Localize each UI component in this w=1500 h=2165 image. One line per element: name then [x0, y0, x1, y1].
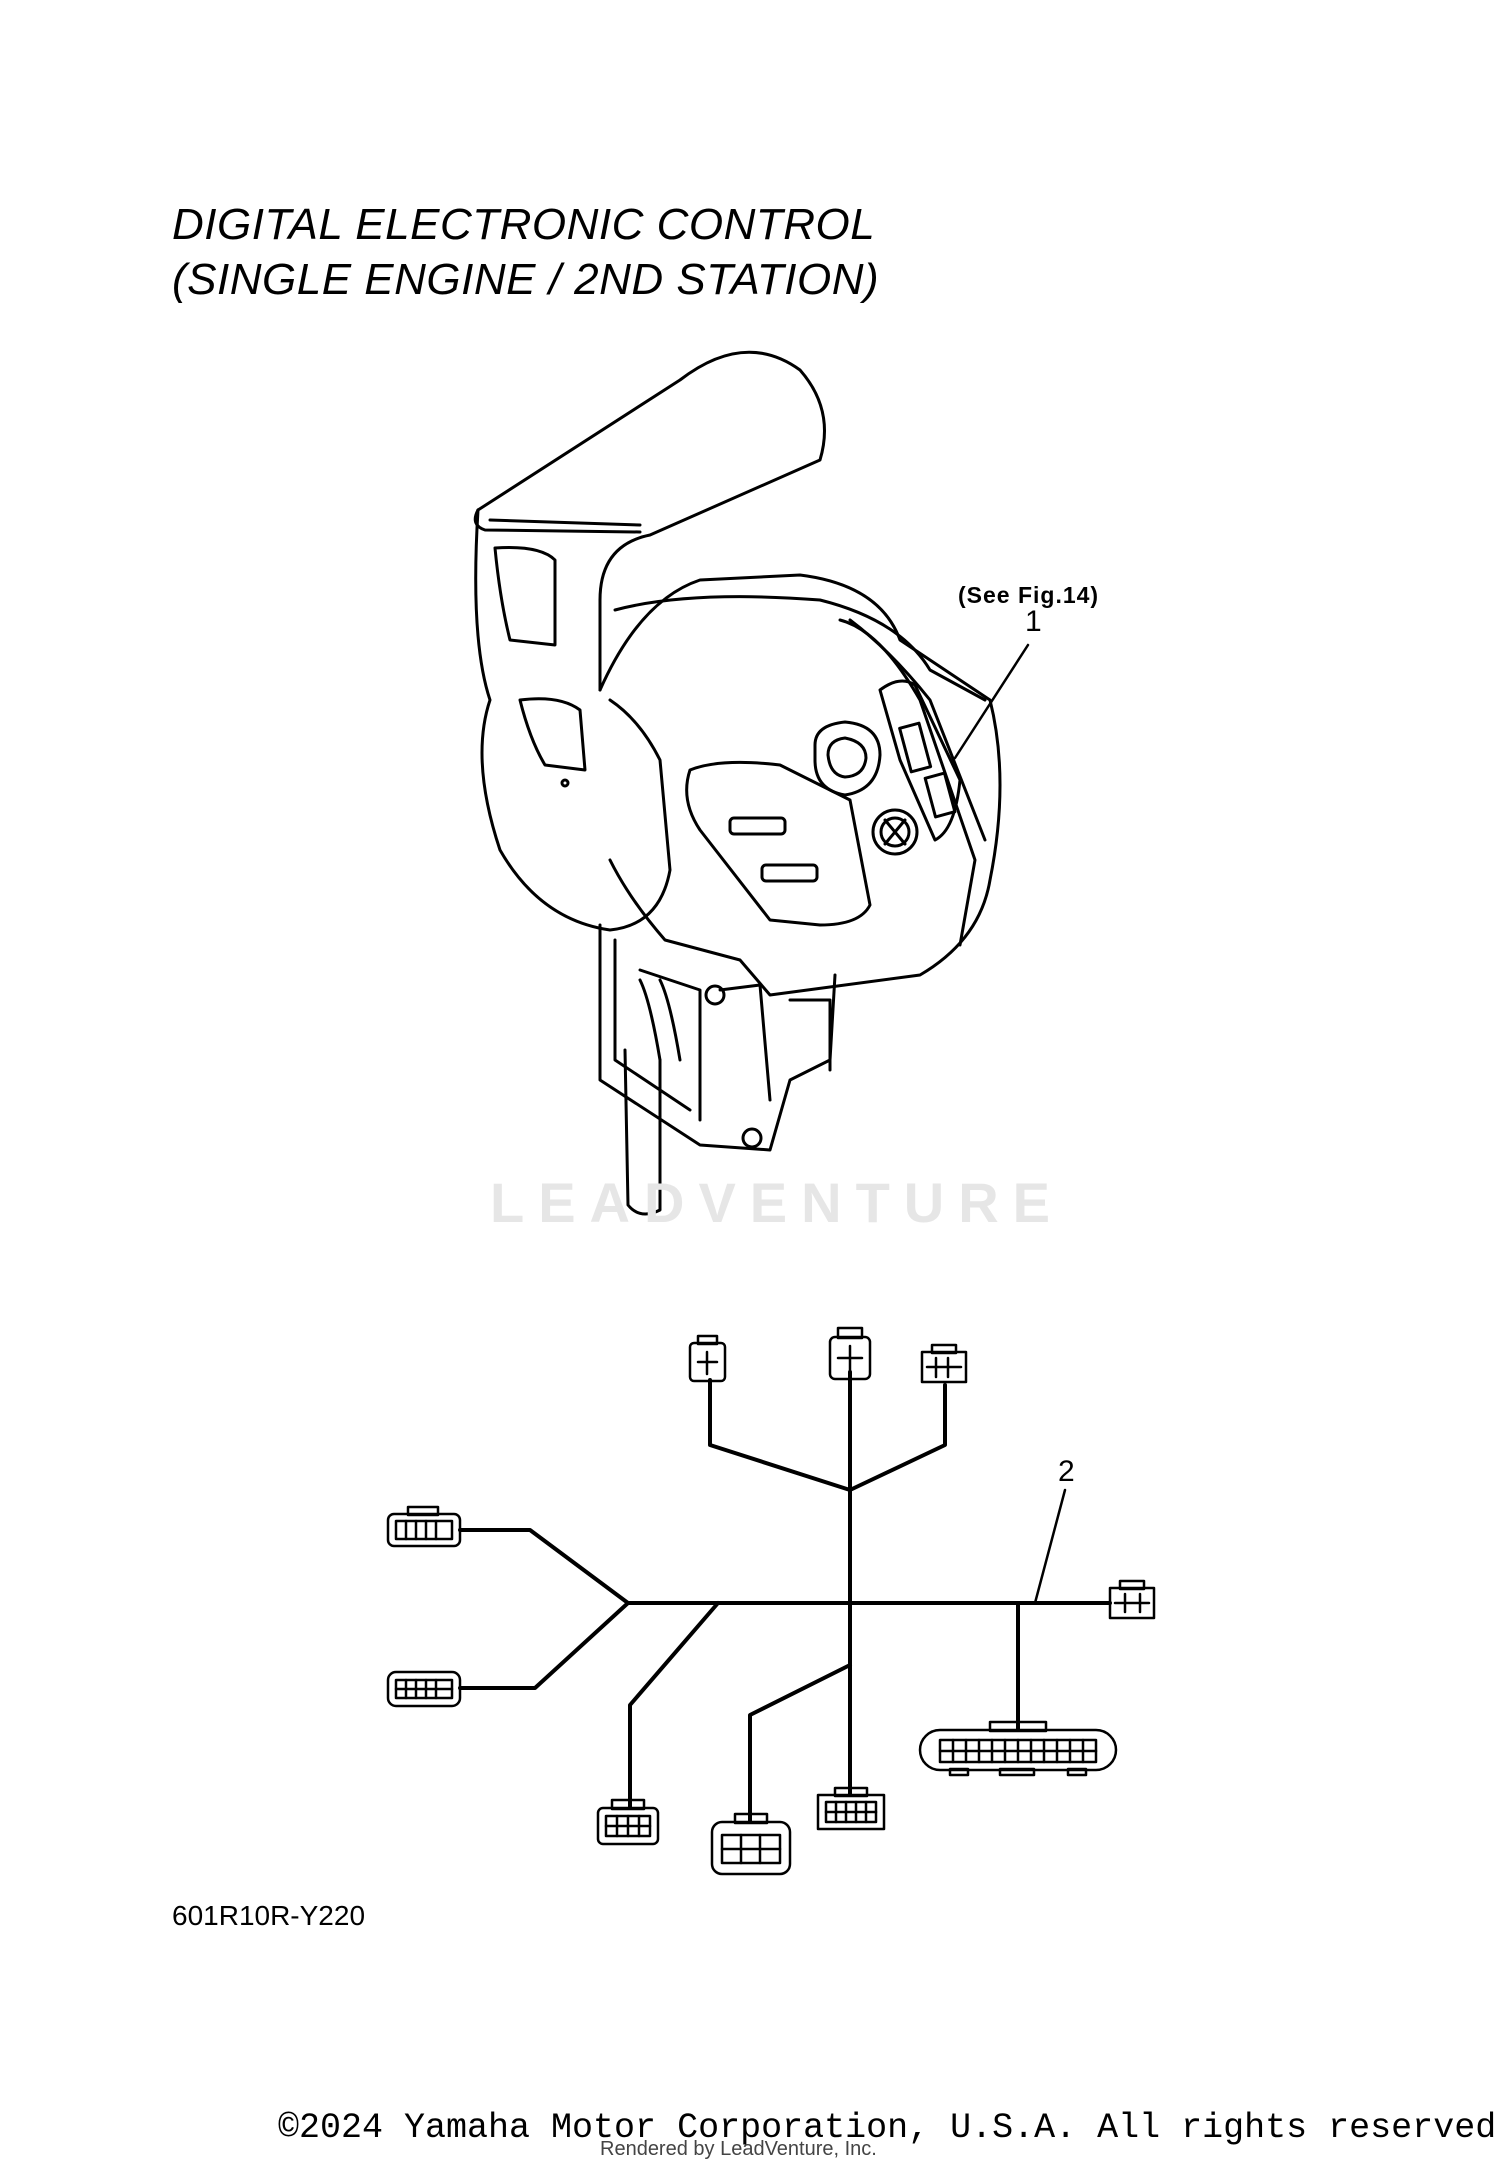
- copyright-notice: ©2024 Yamaha Motor Corporation, U.S.A. A…: [278, 2108, 1500, 2148]
- diagram-part-code: 601R10R-Y220: [172, 1900, 366, 1931]
- rendered-by-notice: Rendered by LeadVenture, Inc.: [600, 2138, 877, 2160]
- connector-right-small: [1108, 1579, 1156, 1620]
- harness-connectors: [386, 1326, 1156, 1876]
- watermark: LEADVENTURE: [490, 1171, 1065, 1234]
- wire-harness-illustration: [458, 1370, 1112, 1824]
- connector-ecu-large: [918, 1720, 1118, 1777]
- diagram-title-line-1: DIGITAL ELECTRONIC CONTROL: [172, 200, 876, 249]
- diagram-title-line-2: (SINGLE ENGINE / 2ND STATION): [172, 255, 880, 304]
- callout-number-2: 2: [1058, 1455, 1075, 1488]
- connector-top-3: [920, 1343, 968, 1384]
- connector-bottom-3: [816, 1786, 886, 1831]
- connector-bottom-1: [596, 1798, 660, 1846]
- figure-reference-note: (See Fig.14): [958, 582, 1100, 608]
- connector-bottom-2: [710, 1812, 792, 1876]
- connector-left-2: [386, 1670, 462, 1708]
- callout-number-1: 1: [1025, 605, 1042, 638]
- connector-top-1: [688, 1334, 727, 1383]
- connector-left-1: [386, 1505, 462, 1548]
- leader-line-1: [953, 643, 1030, 760]
- remote-control-unit-illustration: [473, 350, 1002, 1216]
- connector-top-2: [828, 1326, 872, 1381]
